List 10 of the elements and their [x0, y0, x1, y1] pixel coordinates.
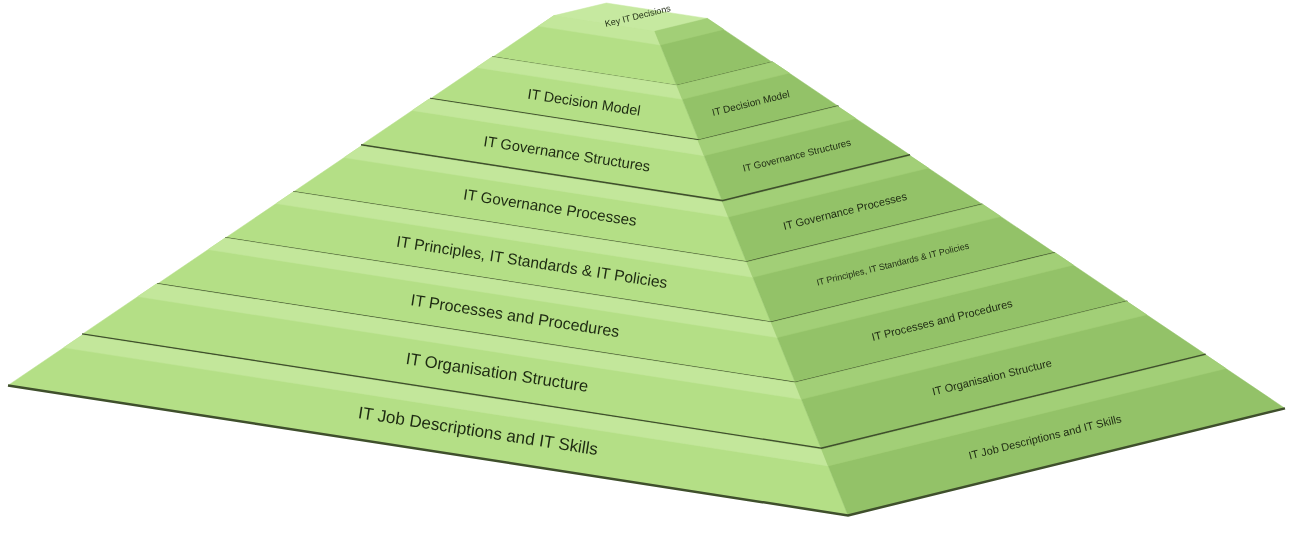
side-label: IT Principles, IT Standards & IT Policies	[816, 241, 971, 289]
layer-label: IT Job Descriptions and IT Skills	[356, 404, 599, 460]
layer-label: IT Principles, IT Standards & IT Policies	[395, 232, 670, 292]
layer-label: IT Organisation Structure	[404, 349, 590, 396]
layer-label: IT Decision Model	[526, 86, 642, 120]
side-label: IT Decision Model	[710, 89, 791, 119]
layer-label: Key IT Decisions	[604, 4, 673, 30]
layer-label: IT Governance Structures	[482, 133, 652, 176]
layer-label: IT Processes and Procedures	[409, 291, 621, 342]
layer-label: IT Governance Processes	[462, 186, 638, 230]
